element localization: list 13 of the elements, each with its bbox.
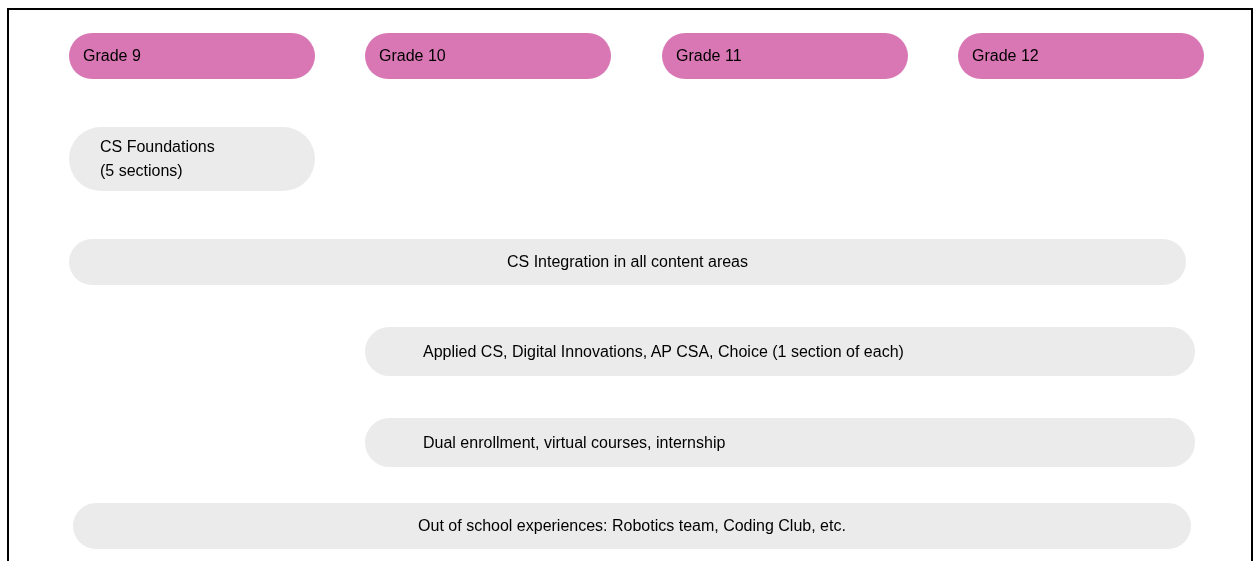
node-label: Grade 10 (379, 46, 446, 66)
node-label: Out of school experiences: Robotics team, Coding Club, etc. (418, 516, 846, 536)
node-label: Grade 9 (83, 46, 141, 66)
grade-pill (958, 33, 1204, 79)
grade-pill (69, 33, 315, 79)
grade-pill (662, 33, 908, 79)
grade-pill (365, 33, 611, 79)
node-label: CS Integration in all content areas (507, 252, 748, 272)
node-label: Grade 11 (676, 46, 742, 66)
node-label: Applied CS, Digital Innovations, AP CSA, Choice (1 section of each) (423, 341, 904, 362)
node-label: CS Foundations (5 sections) (100, 137, 216, 181)
node-label: Grade 12 (972, 46, 1039, 66)
node-label: Dual enrollment, virtual courses, internship (423, 432, 726, 453)
